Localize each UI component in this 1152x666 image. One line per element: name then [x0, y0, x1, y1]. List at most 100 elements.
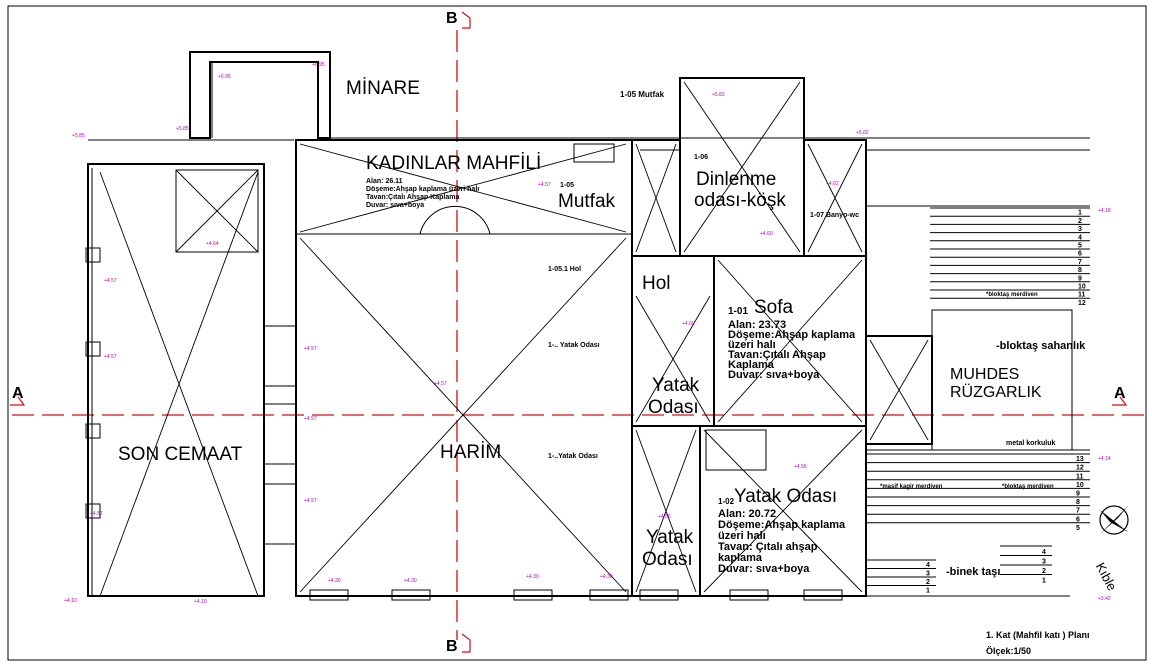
sofa-code: 1-01: [728, 306, 749, 317]
banyo-label: 1-07 Banyo-wc: [810, 212, 860, 219]
section-a-left: A: [12, 385, 24, 402]
drawing-title: 1. Kat (Mahfil katı ) Planı: [986, 630, 1090, 640]
upper-stair-step-number: 4: [1078, 234, 1082, 241]
upper-stair-step-number: 2: [1078, 218, 1082, 225]
upper-stair-step-number: 8: [1078, 267, 1082, 274]
dinlenme-label-2: odası-köşk: [694, 190, 786, 211]
level-tags: +6.95 +6.95 +5.85 +5.85 +4.57 +4.57 +4.6…: [64, 62, 1111, 605]
hol-small-label: 1-05.1 Hol: [548, 266, 582, 273]
service-rooms-walls: [330, 77, 1090, 257]
svg-text:+4.30: +4.30: [600, 574, 613, 580]
hol-label: Hol: [642, 273, 671, 294]
lower-stair-step-number: 5: [1076, 525, 1080, 532]
svg-text:+4.56: +4.56: [794, 464, 807, 470]
small-stair-right-step-number: 2: [1042, 568, 1046, 575]
section-axes: [10, 11, 1145, 653]
svg-text:+5.82: +5.82: [856, 130, 869, 136]
svg-text:+3.42: +3.42: [1098, 596, 1111, 602]
masif-kagir-label: *masif kagir merdiven: [880, 484, 943, 490]
lower-stair-step-number: 11: [1076, 473, 1084, 480]
svg-text:+4.57: +4.57: [104, 354, 117, 360]
lower-stair-step-number: 10: [1076, 482, 1084, 489]
harim-label: HARİM: [440, 442, 502, 463]
yatak2-label: Yatak Odası: [734, 486, 838, 507]
yatak3-label-1: Yatak: [646, 527, 694, 548]
upper-stair-step-number: 7: [1078, 259, 1082, 266]
lower-stair-step-number: 8: [1076, 499, 1080, 506]
upper-stair-step-number: 10: [1078, 284, 1086, 291]
son-cemaat-label: SON CEMAAT: [118, 444, 243, 465]
svg-text:+4.57: +4.57: [104, 278, 117, 284]
svg-text:+4.57: +4.57: [304, 346, 317, 352]
lower-stair-step-number: 7: [1076, 508, 1080, 515]
ruzgarlik-label: RÜZGARLIK: [950, 384, 1042, 401]
small-stair-right-step-number: 4: [1042, 549, 1046, 556]
living-rooms-walls: [631, 255, 867, 597]
metal-korkuluk-label: metal korkuluk: [1006, 440, 1056, 447]
sheet-border: [7, 5, 1147, 661]
sofa-label: Sofa: [754, 297, 794, 318]
svg-text:+4.57: +4.57: [538, 182, 551, 188]
svg-text:+4.64: +4.64: [206, 241, 219, 247]
small-stair-right-step-number: 1: [1042, 578, 1046, 585]
upper-stair-step-number: 11: [1078, 292, 1086, 299]
muhdes-label: MUHDES: [950, 366, 1020, 383]
lower-stair-step-number: 9: [1076, 491, 1080, 498]
upper-stair-step-number: 5: [1078, 243, 1082, 250]
drawing-scale: Ölçek:1/50: [986, 646, 1032, 656]
mutfak-label: Mutfak: [558, 191, 616, 212]
sofa-info: Alan: 23.73 Döşeme:Ahşap kaplama üzeri h…: [728, 319, 856, 381]
svg-text:+5.85: +5.85: [176, 126, 189, 132]
upper-stair-step-number: 1: [1078, 210, 1082, 217]
section-a-right: A: [1114, 385, 1126, 402]
small-stair-left-step-number: 2: [926, 579, 930, 586]
muhdes-ruzgarlik-walls: [865, 205, 1090, 597]
yatak-small-label-2: 1-..Yatak Odası: [548, 453, 598, 460]
small-stair-right-step-number: 3: [1042, 559, 1046, 566]
svg-text:+6.95: +6.95: [312, 62, 325, 68]
dinlenme-label-1: Dinlenme: [696, 169, 777, 190]
svg-text:+4.10: +4.10: [64, 598, 77, 604]
upper-stair-step-number: 6: [1078, 251, 1082, 258]
minare-label: MİNARE: [346, 78, 420, 99]
section-b-bottom: B: [446, 638, 458, 655]
section-b-top: B: [446, 10, 458, 27]
small-stair-left-step-number: 3: [926, 571, 930, 578]
kadinlar-mahfili-label: KADINLAR MAHFİLİ: [366, 153, 542, 174]
kadinlar-info: Alan: 26.11 Döşeme:Ahşap kaplama üzeri h…: [366, 178, 480, 209]
svg-text:+4.57: +4.57: [434, 381, 447, 387]
svg-text:+6.95: +6.95: [218, 74, 231, 80]
windows: [309, 589, 843, 601]
yatak1-label-2: Odası: [648, 397, 699, 418]
svg-text:+4.56: +4.56: [658, 514, 671, 520]
kibla-label: Kıble: [1092, 560, 1120, 594]
yatak2-code: 1-02: [718, 497, 735, 506]
lower-stair-step-number: 13: [1076, 456, 1084, 463]
bloktas-sahanlik-label: -bloktaş sahanlık: [996, 340, 1086, 352]
north-arrow: [1099, 505, 1129, 535]
yatak3-label-2: Odası: [642, 549, 693, 570]
bloktas-merdiven-1: *bloktaş merdiven: [986, 292, 1038, 298]
mutfak-code: 1-05: [560, 182, 575, 189]
svg-text:+4.57: +4.57: [304, 498, 317, 504]
svg-text:+4.18: +4.18: [1098, 208, 1111, 214]
yatak-small-label-1: 1-.. Yatak Odası: [548, 342, 600, 349]
svg-text:+4.60: +4.60: [682, 321, 695, 327]
svg-text:+4.30: +4.30: [526, 574, 539, 580]
svg-text:+4.57: +4.57: [304, 416, 317, 422]
svg-text:+4.57: +4.57: [90, 511, 103, 517]
bloktas-merdiven-2: *bloktaş merdiven: [1002, 484, 1054, 490]
binek-tasi-label: -binek taşı: [946, 566, 1001, 578]
svg-text:+4.30: +4.30: [328, 578, 341, 584]
upper-stair-step-number: 3: [1078, 226, 1082, 233]
dinlenme-code: 1-06: [694, 154, 709, 161]
lower-stair-step-number: 12: [1076, 465, 1084, 472]
svg-text:+4.60: +4.60: [760, 231, 773, 237]
son-cemaat-walls: [85, 139, 297, 597]
svg-text:+4.10: +4.10: [194, 599, 207, 605]
minaret-walls: [189, 51, 331, 139]
svg-text:+5.85: +5.85: [72, 133, 85, 139]
